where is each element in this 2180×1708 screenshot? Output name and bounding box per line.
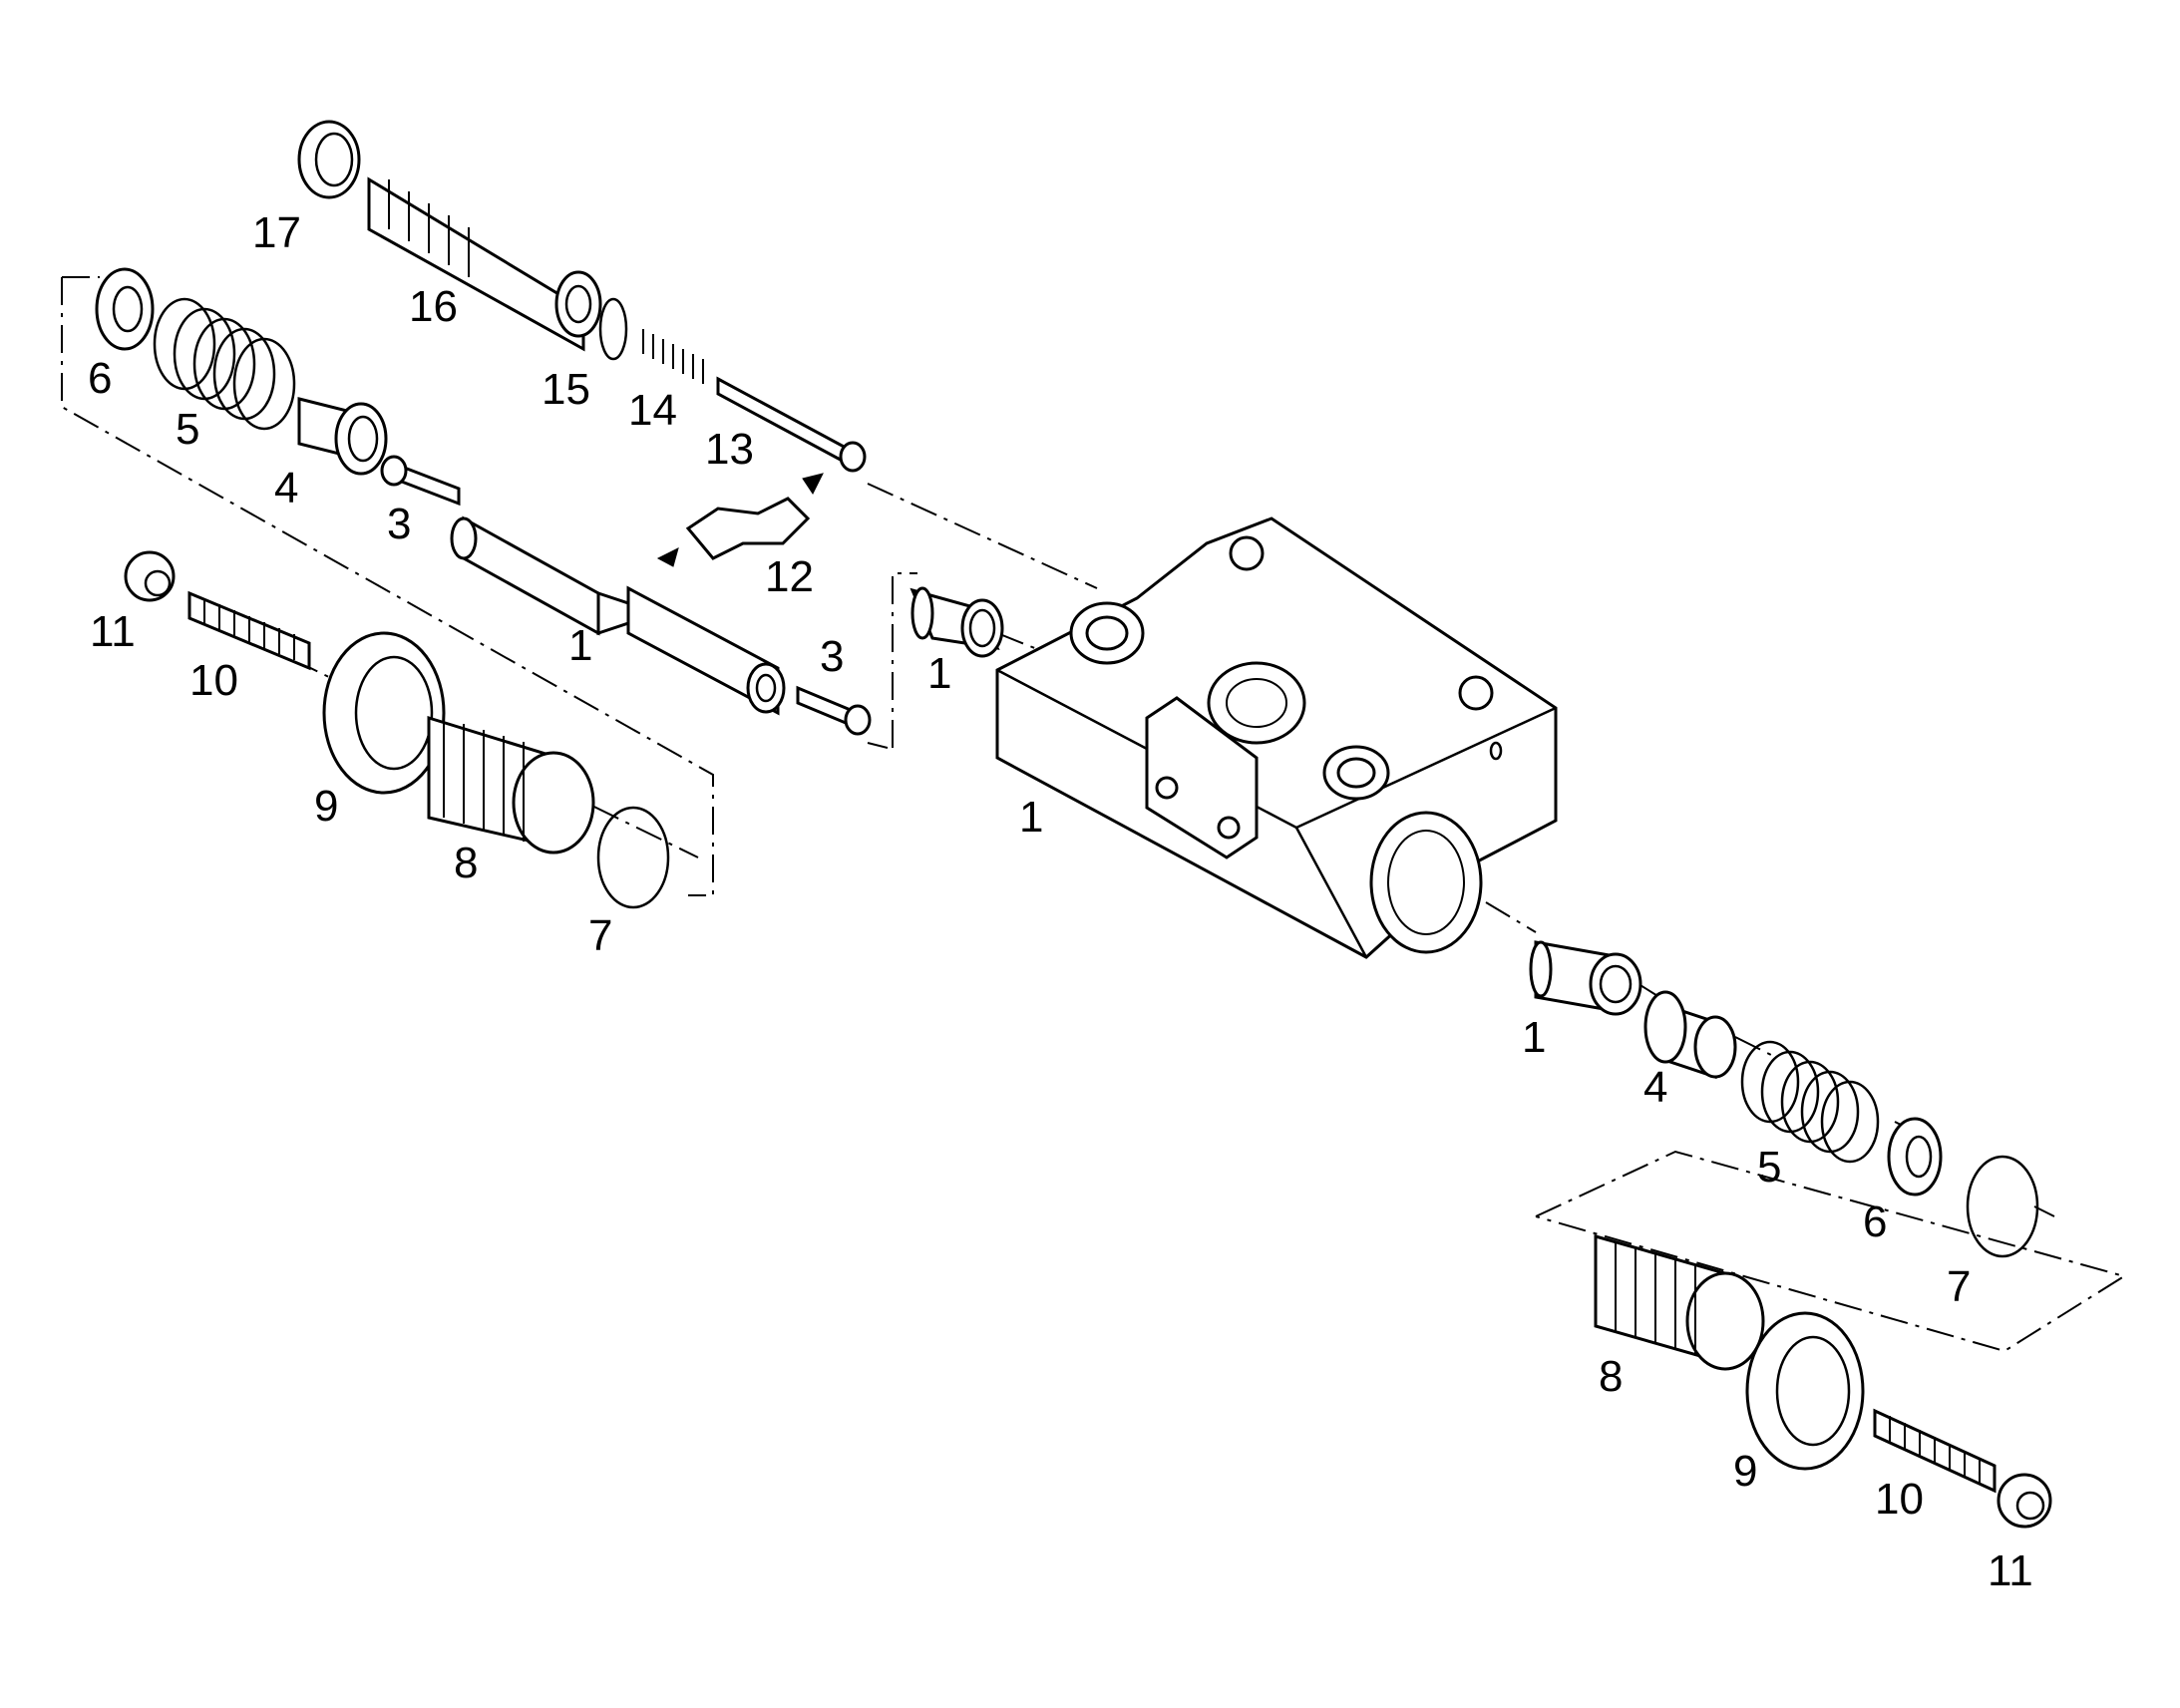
valve-housing	[995, 516, 1558, 959]
o-ring-7a	[596, 806, 670, 909]
callout-11: 11	[1988, 1546, 2033, 1595]
o-ring-15	[598, 297, 628, 361]
callout-3: 3	[387, 500, 411, 548]
callout-5: 5	[176, 405, 199, 454]
lock-ring-9b	[1745, 1311, 1865, 1471]
clip-12	[685, 497, 811, 560]
callout-17: 17	[252, 208, 301, 257]
callout-6: 6	[88, 354, 112, 403]
callout-3: 3	[820, 632, 844, 681]
washer-6b	[1887, 1117, 1943, 1196]
callout-5: 5	[1757, 1143, 1781, 1192]
callout-4: 4	[1643, 1063, 1667, 1112]
spring-14	[642, 329, 704, 384]
spring-5b	[1740, 1040, 1880, 1164]
callout-10: 10	[1875, 1475, 1924, 1524]
callout-16: 16	[409, 282, 458, 331]
callout-labels: 17 16 15 14 13 12 6 5 4 3 1 3 1 11 10 9 …	[88, 208, 2033, 1595]
callout-8: 8	[454, 839, 478, 887]
callout-7: 7	[1947, 1262, 1971, 1311]
callout-11: 11	[90, 607, 136, 656]
callout-13: 13	[705, 425, 754, 474]
callout-9: 9	[1733, 1447, 1757, 1496]
lock-nut-17	[297, 120, 361, 199]
callout-4: 4	[274, 464, 298, 512]
relief-cartridge-16	[367, 176, 585, 352]
nut-11b	[1997, 1473, 2052, 1529]
valve-sleeve-left	[909, 586, 1004, 658]
spool-assembly	[450, 515, 786, 716]
callout-10: 10	[189, 656, 238, 705]
callout-1: 1	[1019, 793, 1043, 842]
callout-15: 15	[542, 365, 590, 414]
callout-7: 7	[588, 911, 612, 960]
right-parts	[1594, 990, 2052, 1529]
callout-8: 8	[1599, 1352, 1623, 1401]
callout-6: 6	[1863, 1197, 1887, 1246]
valve-sleeve-right	[1529, 940, 1642, 1016]
callout-14: 14	[628, 386, 677, 435]
lock-ring-9a	[322, 631, 446, 795]
spring-5	[153, 297, 296, 431]
o-ring-7b	[1966, 1155, 2039, 1258]
callout-9: 9	[314, 782, 338, 831]
nut-11a	[124, 550, 176, 602]
callout-1: 1	[927, 649, 951, 698]
callout-1: 1	[568, 621, 592, 670]
callout-12: 12	[765, 552, 814, 601]
left-parts	[95, 120, 872, 909]
callout-1: 1	[1522, 1013, 1546, 1062]
washer-6	[95, 267, 155, 351]
